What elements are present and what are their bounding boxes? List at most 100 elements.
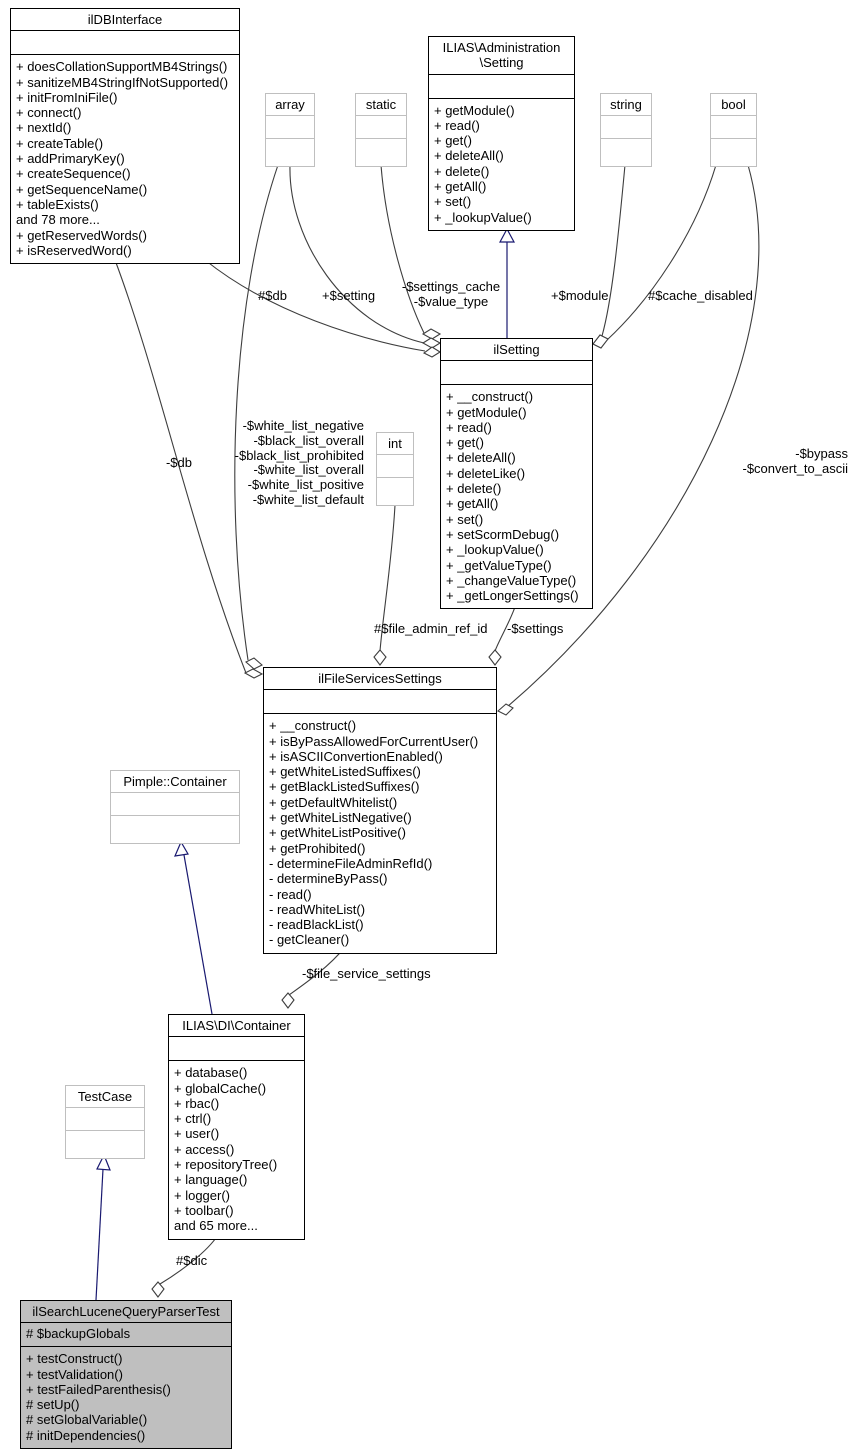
class-title: array bbox=[275, 97, 305, 112]
class-box-testcase: TestCase bbox=[65, 1085, 145, 1160]
class-box-ildbinterface[interactable]: ilDBInterface + doesCollationSupportMB4S… bbox=[10, 8, 240, 265]
member-row: + read() bbox=[434, 117, 480, 133]
member-row: + repositoryTree() bbox=[174, 1157, 278, 1173]
member-row: + getAll() bbox=[446, 496, 499, 512]
member-row: + getWhiteListedSuffixes() bbox=[269, 764, 421, 780]
class-title: ILIAS\Administration \Setting bbox=[442, 40, 561, 71]
class-attributes bbox=[66, 1107, 144, 1130]
member-row: + deleteAll() bbox=[446, 450, 516, 466]
arrow-inherit-ilsetting bbox=[498, 227, 516, 243]
class-methods bbox=[266, 138, 314, 166]
member-row: + connect() bbox=[16, 105, 82, 121]
member-row: + globalCache() bbox=[174, 1080, 267, 1096]
member-row: + language() bbox=[174, 1172, 248, 1188]
class-box-ilias-administration-setting[interactable]: ILIAS\Administration \Setting + getModul… bbox=[428, 36, 575, 231]
edge-inherit-dic bbox=[183, 854, 213, 1015]
edge-label-module: +$module bbox=[551, 288, 609, 303]
class-box-ilsearchlucenequeryparsertest: ilSearchLuceneQueryParserTest # $backupG… bbox=[20, 1300, 232, 1450]
class-methods bbox=[111, 815, 239, 843]
member-row: + __construct() bbox=[446, 389, 534, 405]
class-attributes bbox=[266, 115, 314, 138]
edge-bool-filesettings bbox=[506, 164, 760, 708]
member-row: + rbac() bbox=[174, 1095, 220, 1111]
class-methods: + __construct()+ getModule()+ read()+ ge… bbox=[441, 384, 592, 608]
member-row: + _lookupValue() bbox=[434, 209, 532, 225]
member-row: + __construct() bbox=[269, 718, 357, 734]
diamond-filesettings-tl1 bbox=[245, 657, 263, 670]
class-attributes bbox=[356, 115, 406, 138]
class-methods: + getModule()+ read()+ get()+ deleteAll(… bbox=[429, 97, 574, 230]
class-methods bbox=[356, 138, 406, 166]
diamond-dic-top bbox=[281, 992, 295, 1009]
class-attributes bbox=[377, 454, 413, 477]
member-row: + get() bbox=[446, 435, 484, 451]
class-title: bool bbox=[721, 97, 746, 112]
member-row: + getAll() bbox=[434, 179, 487, 195]
member-row: - getCleaner() bbox=[269, 932, 350, 948]
diamond-ilsetting-tl2 bbox=[421, 337, 442, 349]
member-row: + getBlackListedSuffixes() bbox=[269, 779, 420, 795]
member-row: + delete() bbox=[434, 163, 490, 179]
member-row: + set() bbox=[446, 511, 484, 527]
member-row: - readWhiteList() bbox=[269, 901, 366, 917]
member-row: + getSequenceName() bbox=[16, 181, 148, 197]
diamond-ilsetting-tl3 bbox=[422, 346, 442, 358]
edge-label-file-admin-ref-id: #$file_admin_ref_id bbox=[374, 621, 488, 636]
edge-dic-test bbox=[159, 1234, 219, 1285]
class-box-ilias-di-container[interactable]: ILIAS\DI\Container + database()+ globalC… bbox=[168, 1014, 305, 1240]
member-row: + doesCollationSupportMB4Strings() bbox=[16, 59, 228, 75]
member-row: + getModule() bbox=[446, 404, 527, 420]
class-title: ILIAS\DI\Container bbox=[182, 1018, 291, 1033]
member-row: + nextId() bbox=[16, 120, 72, 136]
member-row: + isByPassAllowedForCurrentUser() bbox=[269, 733, 479, 749]
class-title: ilDBInterface bbox=[87, 12, 163, 27]
edge-db-ilsetting bbox=[204, 259, 426, 352]
class-title: ilSetting bbox=[493, 342, 540, 357]
member-row: # $backupGlobals bbox=[26, 1326, 131, 1342]
member-row: + _getValueType() bbox=[446, 557, 552, 573]
edge-label-settings-cache: -$settings_cache -$value_type bbox=[401, 279, 501, 310]
diamond-filesettings-tl2 bbox=[243, 668, 264, 679]
member-row: + isASCIIConvertionEnabled() bbox=[269, 748, 443, 764]
member-row: + tableExists() bbox=[16, 196, 99, 212]
member-row: + getWhiteListPositive() bbox=[269, 825, 406, 841]
class-title: ilSearchLuceneQueryParserTest bbox=[32, 1304, 220, 1319]
diamond-test-top bbox=[151, 1281, 165, 1298]
class-box-ilsetting[interactable]: ilSetting + __construct()+ getModule()+ … bbox=[440, 338, 593, 610]
member-row: - read() bbox=[269, 886, 312, 902]
class-attributes bbox=[601, 115, 651, 138]
class-box-ilfileservicessettings[interactable]: ilFileServicesSettings + __construct()+ … bbox=[263, 667, 497, 954]
member-row: + deleteLike() bbox=[446, 465, 526, 481]
member-row: + testValidation() bbox=[26, 1366, 123, 1382]
member-row: + getDefaultWhitelist() bbox=[269, 794, 398, 810]
member-row: + _getLongerSettings() bbox=[446, 588, 579, 604]
member-row: + _lookupValue() bbox=[446, 542, 544, 558]
edge-label-db-ilsetting: #$db bbox=[258, 288, 287, 303]
member-row: + database() bbox=[174, 1065, 248, 1081]
edge-label-dic: #$dic bbox=[176, 1253, 208, 1268]
member-row: + toolbar() bbox=[174, 1202, 234, 1218]
class-methods bbox=[711, 138, 756, 166]
diamond-filesettings-right bbox=[497, 703, 514, 716]
class-title: ilFileServicesSettings bbox=[318, 671, 442, 686]
edge-int-filesettings bbox=[379, 504, 396, 652]
class-methods: + doesCollationSupportMB4Strings()+ sani… bbox=[11, 54, 239, 263]
edge-inherit-test bbox=[95, 1168, 104, 1301]
class-methods bbox=[377, 477, 413, 505]
member-row: - determineByPass() bbox=[269, 871, 388, 887]
edge-label-settings-member: -$settings bbox=[507, 621, 564, 636]
class-box-int: int bbox=[376, 432, 414, 507]
member-row: + delete() bbox=[446, 481, 502, 497]
class-attributes bbox=[111, 792, 239, 815]
member-row: + getReservedWords() bbox=[16, 227, 147, 243]
member-row: + read() bbox=[446, 419, 492, 435]
class-box-static: static bbox=[355, 93, 407, 168]
class-methods bbox=[66, 1130, 144, 1158]
member-row: + createSequence() bbox=[16, 166, 131, 182]
class-attributes bbox=[169, 1036, 304, 1060]
member-row: + get() bbox=[434, 133, 472, 149]
class-title: Pimple::Container bbox=[123, 774, 227, 789]
diamond-filesettings-top bbox=[373, 649, 387, 666]
class-box-bool: bool bbox=[710, 93, 757, 168]
